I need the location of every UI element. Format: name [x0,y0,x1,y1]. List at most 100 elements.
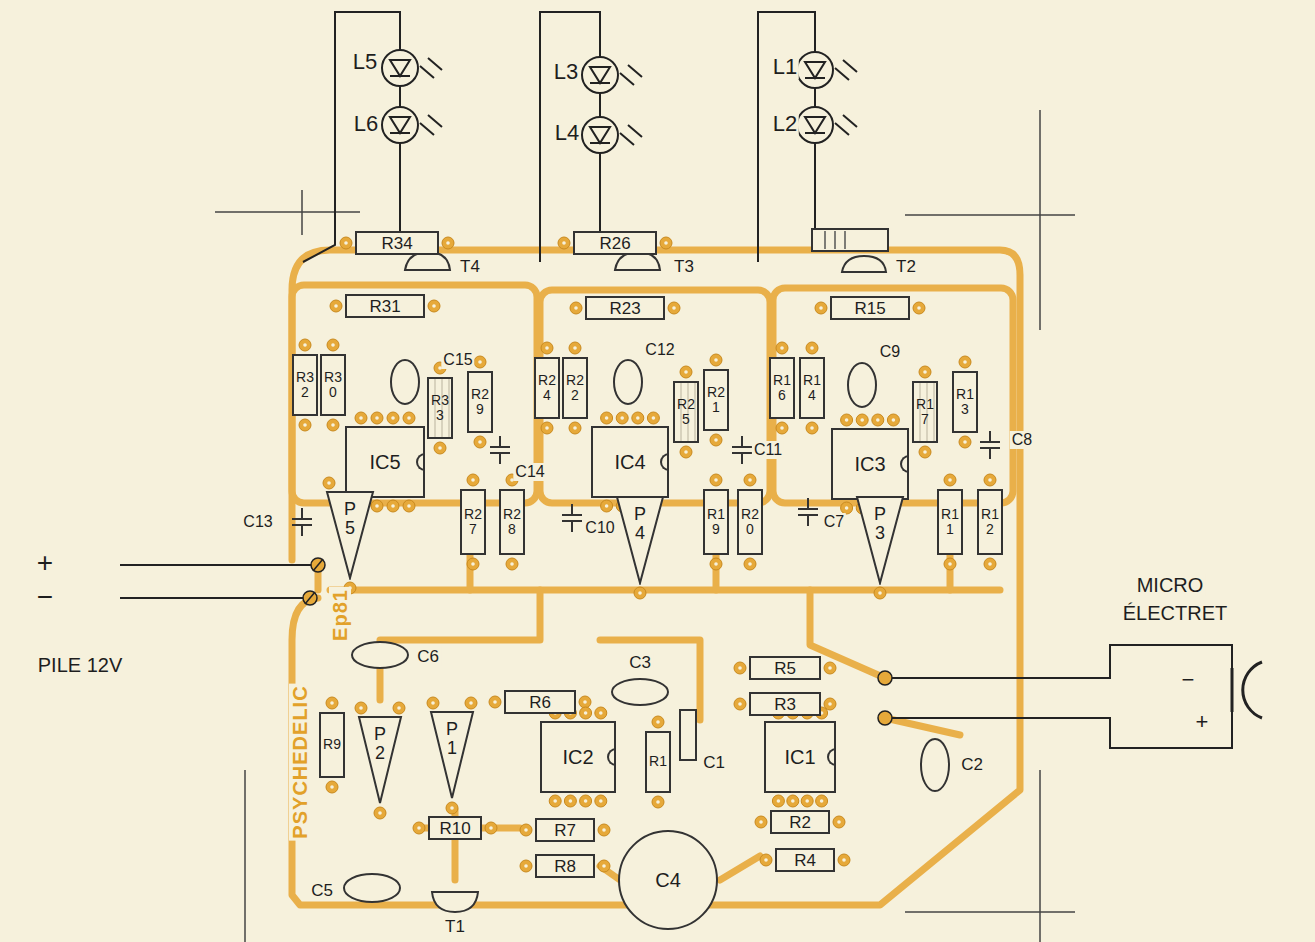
pad-hole [672,306,676,310]
solder-pad [474,356,486,368]
capacitor-label: C8 [1010,431,1034,449]
solder-pad [403,412,415,424]
solder-pad [549,795,561,807]
pad-hole [714,478,718,482]
pad-hole [656,720,660,724]
solder-pad [944,474,956,486]
capacitor-outline: C4 [618,830,718,930]
solder-pad [734,662,746,674]
pad-hole [469,701,473,705]
resistor-body: R14 [799,357,825,419]
solder-pad [428,300,440,312]
solder-pad [595,707,607,719]
component-label: R22 [565,373,585,404]
pad-hole [819,306,823,310]
component-label: R21 [706,385,726,416]
pad-hole [664,241,668,245]
solder-pad [833,816,845,828]
capacitor-label: C13 [241,513,274,531]
pad-hole [652,416,656,420]
solder-pad [616,412,628,424]
pad-hole [359,416,363,420]
solder-pad [710,354,722,366]
pad-hole [330,701,334,705]
led-symbols [382,50,857,153]
component-label: R33 [430,393,450,424]
pad-hole [375,416,379,420]
solder-pad [841,414,853,426]
pad-hole [375,504,379,508]
pad-hole [545,426,549,430]
pad-hole [828,702,832,706]
pad-hole [602,864,606,868]
pad-hole [963,360,967,364]
pad-hole [471,562,475,566]
pad-hole [391,504,395,508]
resistor-body: R2 [770,810,830,834]
component-label: R28 [502,507,522,538]
ic-package: IC3 [831,428,909,500]
solder-pad [355,702,367,714]
pad-hole [562,241,566,245]
solder-pad [326,781,338,793]
pad-hole [780,426,784,430]
solder-pad [541,422,553,434]
resistor-body: R22 [562,357,588,419]
potentiometer-outline: P1 [429,710,475,800]
component-label: R24 [537,373,557,404]
pad-hole [748,478,752,482]
transistor-label: T3 [672,257,696,276]
led-label: L2 [771,112,799,136]
capacitor-label: C11 [752,441,784,459]
solder-pad [299,339,311,351]
pad-hole [489,826,493,830]
potentiometer-triangle-shape [617,497,663,583]
capacitor-label: C2 [959,755,985,774]
pad-hole [493,700,497,704]
ic-notch [660,453,669,471]
resistor-body: R13 [952,371,978,433]
resistor-body: R29 [467,371,493,433]
component-label: IC1 [784,747,815,767]
solder-pad [326,697,338,709]
solder-pad [387,412,399,424]
pad-hole [510,562,514,566]
solder-pad [569,342,581,354]
pad-hole [331,423,335,427]
led-label: L5 [351,50,379,74]
led-wiring [303,12,815,262]
solder-pad [355,412,367,424]
polarity-sign: + [35,548,55,578]
solder-pad [465,697,477,709]
component-label: R32 [295,370,315,401]
microphone-label: ÉLECTRET [1121,602,1229,624]
solder-pad [944,558,956,570]
solder-pad [806,422,818,434]
pad-hole [638,591,642,595]
solder-pad [330,300,342,312]
component-label: R7 [554,822,576,839]
solder-pad [299,419,311,431]
potentiometer-outline: P4 [615,495,665,585]
capacitor-label: C5 [309,881,335,900]
pad-hole [845,506,849,510]
pad-hole [748,562,752,566]
capacitor-label: C1 [701,753,727,772]
pad-hole [917,306,921,310]
pad-hole [777,799,781,803]
solder-pad [815,302,827,314]
ic-package: IC4 [591,426,669,498]
component-label: R19 [706,507,726,538]
electrolytic-capacitor [344,360,949,902]
pad-hole [988,562,992,566]
solder-pad [327,339,339,351]
solder-pad [710,558,722,570]
pad-hole [545,346,549,350]
solder-pad [489,696,501,708]
component-label: IC4 [614,452,645,472]
solder-pad [919,446,931,458]
solder-pad [887,414,899,426]
solder-pad [506,558,518,570]
capacitor-label: C3 [627,653,653,672]
solder-pad [570,302,582,314]
